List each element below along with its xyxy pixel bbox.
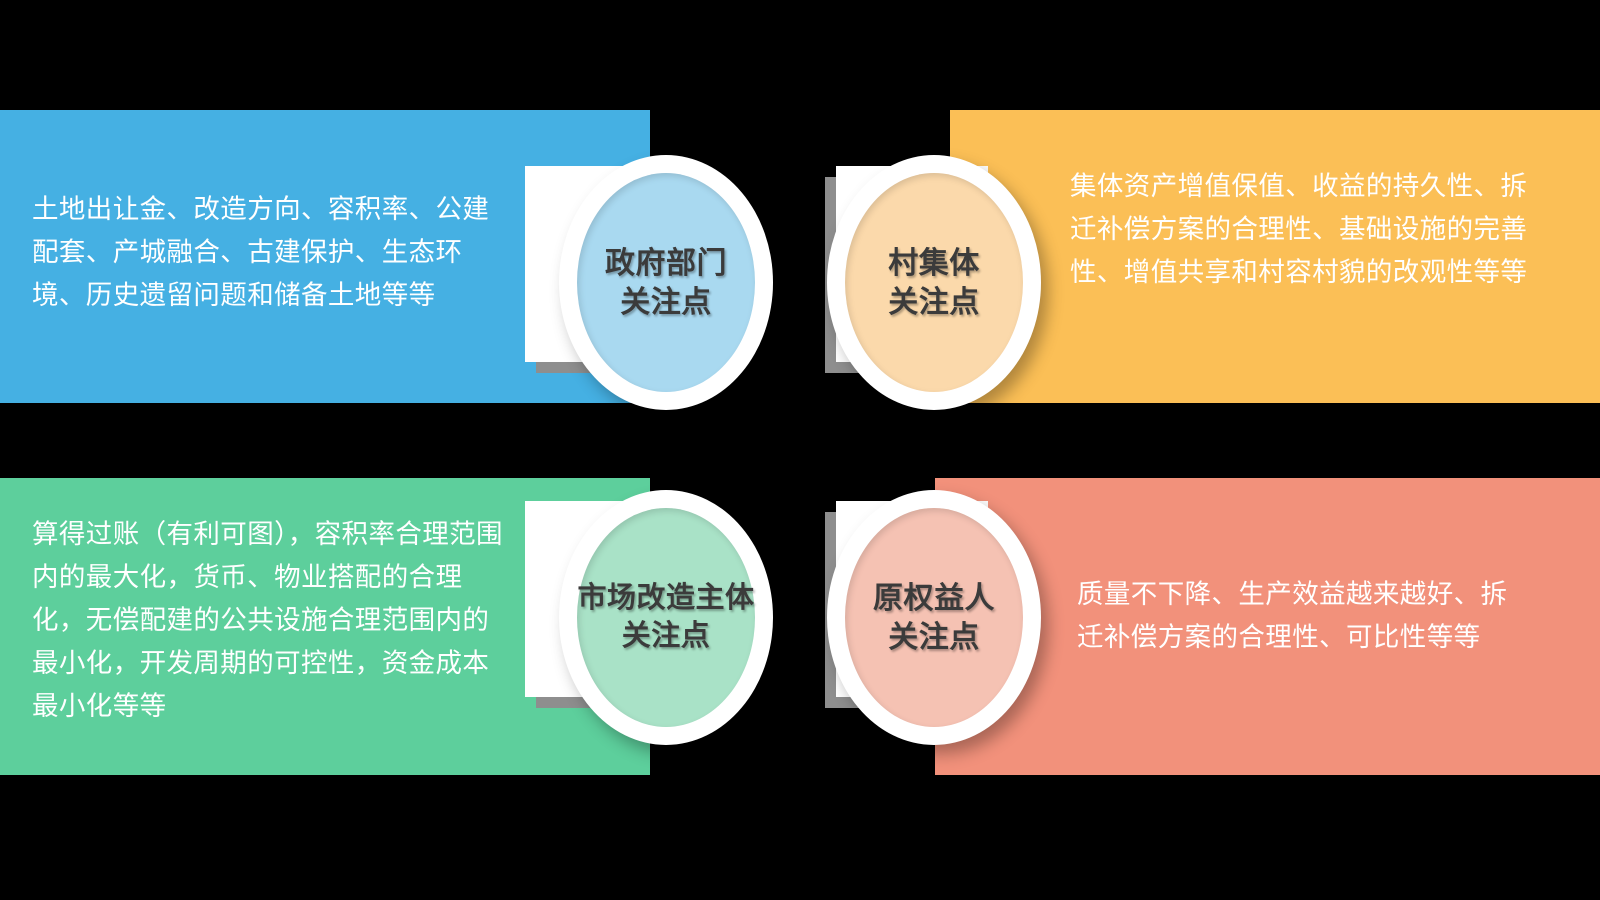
badge-village-circle[interactable]: 村集体 关注点 (845, 173, 1023, 392)
badge-owner-label: 原权益人 关注点 (873, 581, 995, 654)
badge-village[interactable]: 村集体 关注点 (825, 155, 1075, 410)
badge-market-circle[interactable]: 市场改造主体 关注点 (577, 508, 755, 727)
panel-owner: 质量不下降、生产效益越来越好、拆迁补偿方案的合理性、可比性等等 (935, 478, 1600, 775)
badge-village-label: 村集体 关注点 (888, 246, 980, 319)
badge-government-label: 政府部门 关注点 (605, 246, 727, 319)
badge-government[interactable]: 政府部门 关注点 (525, 155, 775, 410)
badge-government-circle[interactable]: 政府部门 关注点 (577, 173, 755, 392)
badge-market[interactable]: 市场改造主体 关注点 (525, 490, 775, 745)
panel-market-body-text: 算得过账（有利可图），容积率合理范围内的最大化，货币、物业搭配的合理化，无偿配建… (32, 519, 503, 721)
panel-village-body-text: 集体资产增值保值、收益的持久性、拆迁补偿方案的合理性、基础设施的完善性、增值共享… (1070, 171, 1528, 287)
panel-village: 集体资产增值保值、收益的持久性、拆迁补偿方案的合理性、基础设施的完善性、增值共享… (950, 110, 1600, 403)
badge-owner[interactable]: 原权益人 关注点 (825, 490, 1075, 745)
panel-government-body-text: 土地出让金、改造方向、容积率、公建配套、产城融合、古建保护、生态环境、历史遗留问… (32, 194, 490, 310)
badge-market-label: 市场改造主体 关注点 (577, 581, 755, 652)
badge-owner-circle[interactable]: 原权益人 关注点 (845, 508, 1023, 727)
panel-owner-body-text: 质量不下降、生产效益越来越好、拆迁补偿方案的合理性、可比性等等 (1077, 579, 1508, 652)
